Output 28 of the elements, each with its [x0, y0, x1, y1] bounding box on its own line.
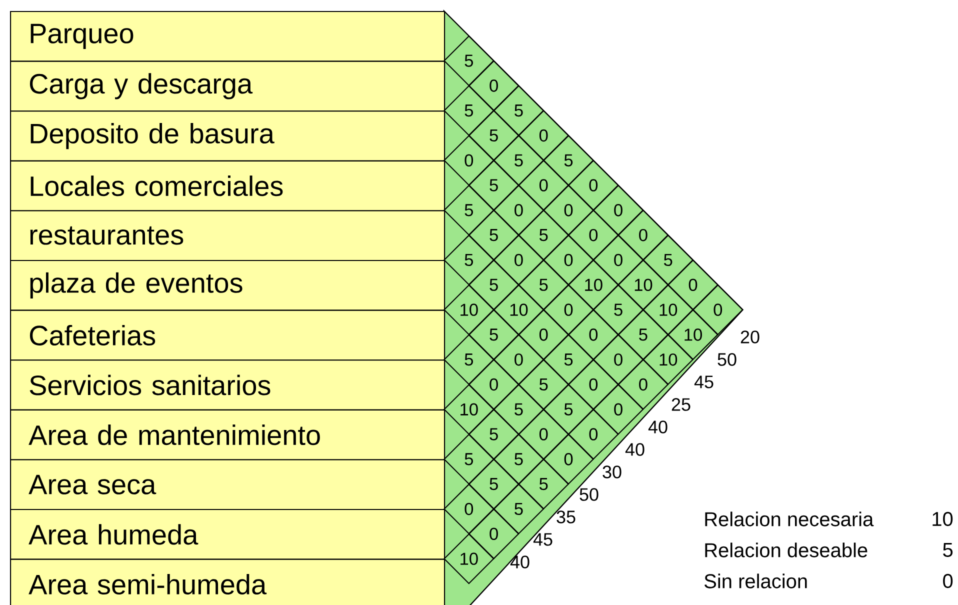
- row-label-box: restaurantes: [10, 210, 446, 262]
- row-total: 45: [694, 376, 714, 388]
- row-label-box: plaza de eventos: [10, 260, 446, 311]
- legend-text: Relacion deseable: [705, 542, 868, 558]
- row-label-box: Parqueo: [10, 11, 446, 62]
- legend-text: Relacion necesaria: [705, 512, 874, 526]
- row-total: 50: [580, 488, 598, 501]
- row-label-box: Servicios sanitarios: [10, 360, 446, 410]
- row-label-box: Area humeda: [10, 509, 446, 560]
- row-total: 45: [533, 533, 552, 546]
- row-total: 35: [556, 510, 576, 524]
- legend-text: Sin relacion: [704, 574, 807, 588]
- row-label-box: Locales comerciales: [10, 160, 446, 212]
- row-total: 40: [648, 420, 668, 434]
- row-total: 20: [740, 330, 760, 344]
- row-label-box: Area de mantenimiento: [10, 409, 446, 460]
- row-label-box: Area seca: [10, 459, 446, 510]
- row-label-box: Deposito de basura: [10, 110, 446, 162]
- row-total: 50: [718, 353, 736, 366]
- legend-value: 5: [943, 543, 953, 557]
- legend-value: 10: [932, 512, 953, 526]
- row-total: 40: [625, 443, 644, 456]
- row-total: 30: [602, 466, 622, 478]
- legend-value: 0: [943, 574, 953, 588]
- row-label-box: Area semi-humeda: [10, 558, 446, 605]
- row-label-box: Carga y descarga: [10, 60, 446, 112]
- row-total: 25: [672, 398, 690, 411]
- row-label-box: Cafeterias: [10, 310, 446, 361]
